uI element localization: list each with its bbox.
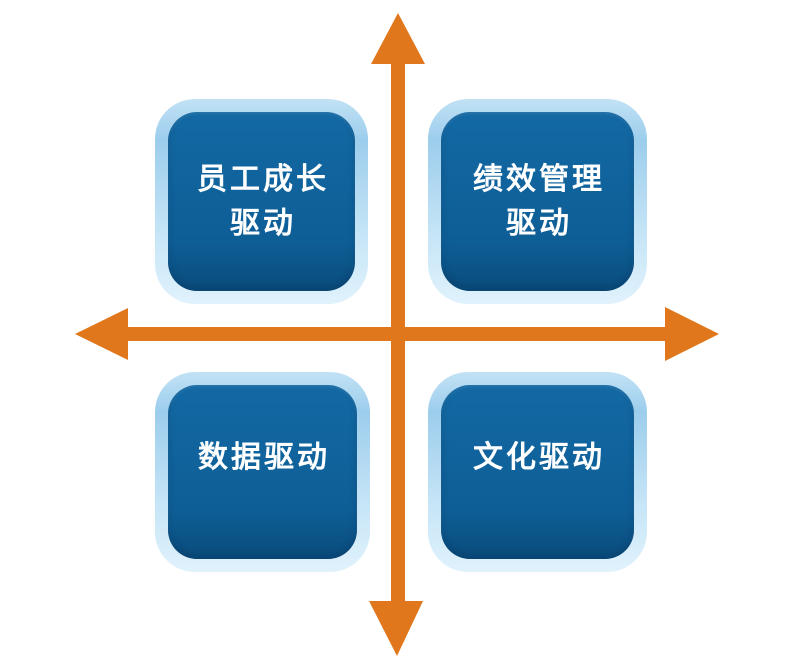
quadrant-box-surface: 绩效管理 驱动 (441, 112, 634, 291)
quadrant-label-line: 驱动 (230, 206, 296, 240)
quadrant-box-surface: 员工成长 驱动 (168, 112, 355, 291)
quadrant-label-line: 员工成长 (197, 162, 329, 196)
arrowhead-down-icon (369, 601, 423, 656)
quadrant-label: 绩效管理 驱动 (470, 158, 605, 246)
quadrant-label-line: 绩效管理 (473, 162, 605, 196)
quadrant-box-bottom-right: 文化驱动 (428, 372, 647, 572)
arrowhead-left-icon (75, 308, 128, 360)
quadrant-label-line: 驱动 (506, 206, 572, 240)
quadrant-label-line: 文化驱动 (473, 441, 605, 474)
arrowhead-up-icon (371, 13, 425, 64)
quadrant-box-bottom-left: 数据驱动 (155, 372, 370, 572)
horizontal-axis-line (124, 327, 669, 341)
quadrant-box-top-left: 员工成长 驱动 (155, 99, 368, 304)
quadrant-label: 文化驱动 (470, 436, 605, 480)
arrowhead-right-icon (665, 307, 719, 361)
quadrant-label-line: 数据驱动 (198, 441, 330, 474)
quadrant-box-surface: 数据驱动 (168, 385, 357, 559)
quadrant-label: 员工成长 驱动 (194, 158, 329, 246)
quadrant-box-surface: 文化驱动 (441, 385, 634, 559)
quadrant-label: 数据驱动 (195, 436, 330, 480)
quadrant-box-top-right: 绩效管理 驱动 (428, 99, 647, 304)
